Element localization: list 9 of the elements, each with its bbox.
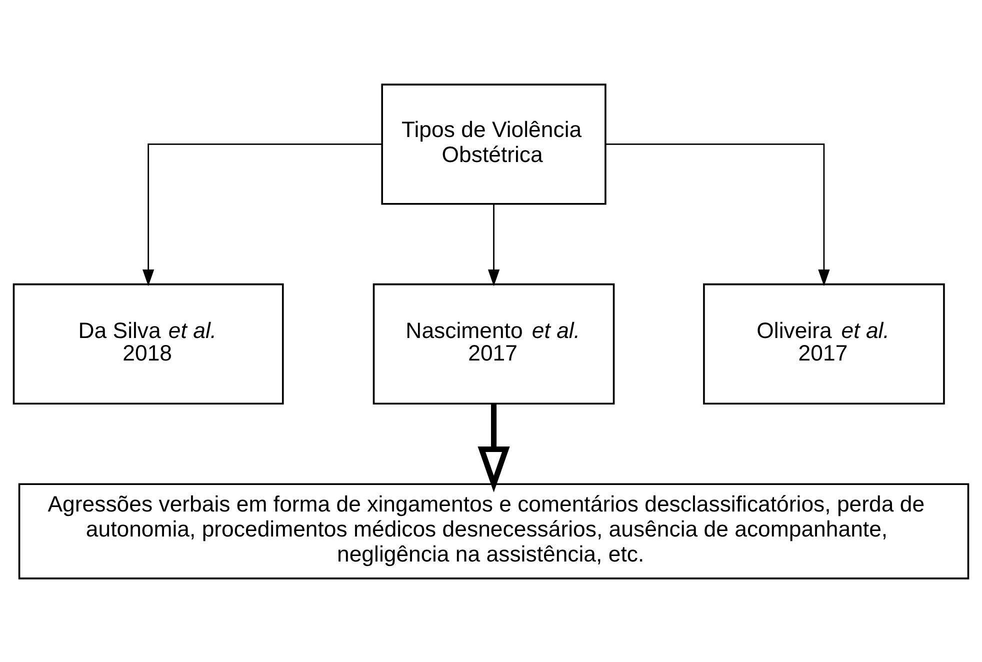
arrow [478,403,510,492]
arrow [488,204,500,286]
arrow [606,143,830,286]
node-box: Tipos de Violência Obstétrica [381,83,606,204]
node-box: Da Silva et al. 2018 [12,282,284,404]
node-box: Agressões verbais em forma de xingamentos e comentários desclassificatórios, perda de autonomia, procedimentos médicos desnecessários, ausência de acompanhante, negligência na assistência, etc. [18,482,970,579]
node-box: Nascimento et al. 2017 [372,282,615,404]
node-box: Oliveira et al. 2017 [703,282,945,404]
arrow [142,143,382,286]
